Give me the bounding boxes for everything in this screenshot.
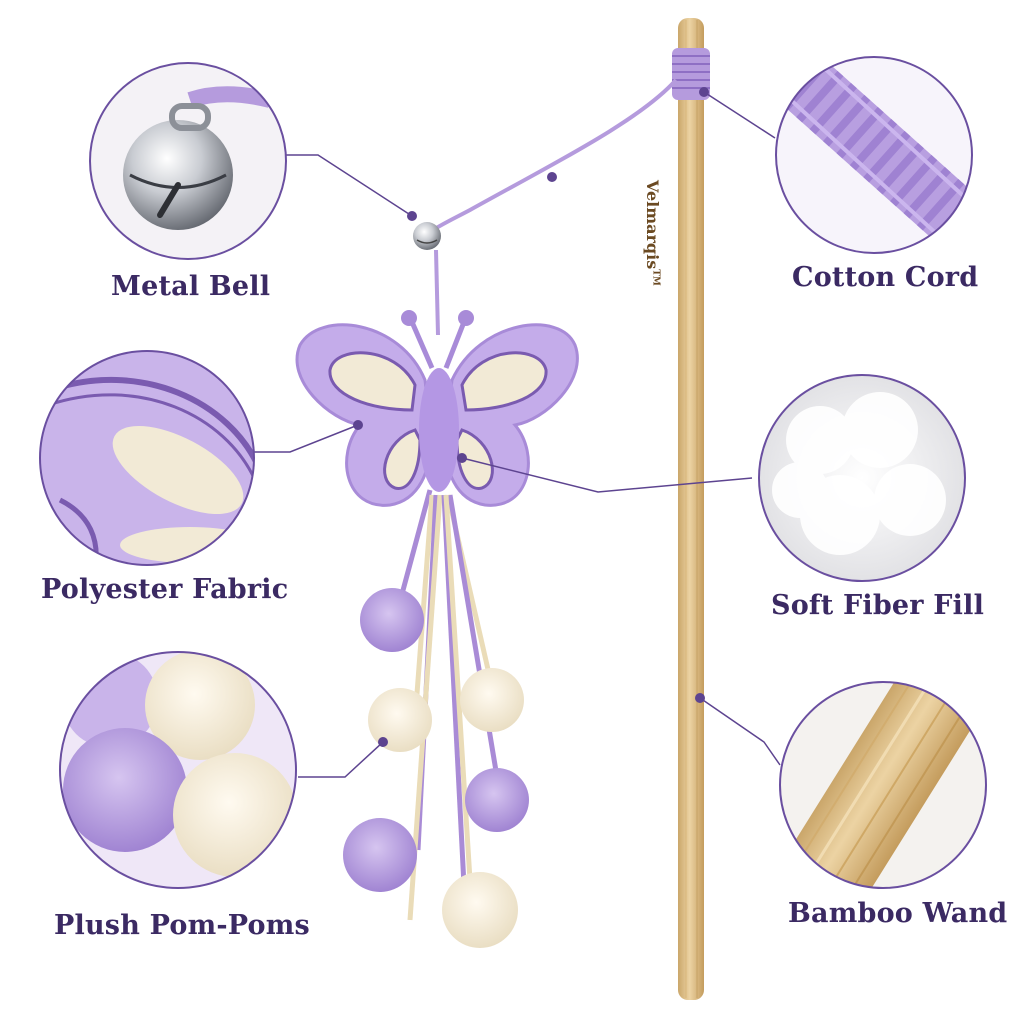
bamboo-wand-detail xyxy=(779,681,987,889)
pom-pom xyxy=(442,872,518,948)
callout-lines xyxy=(254,91,781,778)
bamboo-wand-label: Bamboo Wand xyxy=(788,898,1008,929)
bamboo-wand xyxy=(672,18,710,1000)
plush-pom-poms-label: Plush Pom-Poms xyxy=(54,910,310,941)
pom-pom xyxy=(368,688,432,752)
cotton-cord xyxy=(428,78,678,234)
hanging-string xyxy=(434,249,440,336)
brand-name: Velmarqis xyxy=(643,180,662,270)
soft-fiber-fill-label: Soft Fiber Fill xyxy=(771,590,985,621)
metal-bell-detail xyxy=(89,62,287,260)
pom-pom xyxy=(460,668,524,732)
pom-poms xyxy=(343,588,529,948)
pom-pom xyxy=(465,768,529,832)
callout-dots xyxy=(353,87,709,747)
cotton-cord-detail xyxy=(775,56,973,254)
plush-pom-poms-detail xyxy=(59,651,297,889)
pom-pom xyxy=(343,818,417,892)
polyester-fabric-detail xyxy=(39,350,255,566)
pom-pom xyxy=(360,588,424,652)
cotton-cord-label: Cotton Cord xyxy=(792,262,979,293)
butterfly xyxy=(295,310,579,507)
trademark: TM xyxy=(650,269,661,286)
metal-bell-label: Metal Bell xyxy=(111,271,271,302)
brand-mark: VelmarqisTM xyxy=(643,180,722,310)
bell xyxy=(413,222,441,250)
polyester-fabric-label: Polyester Fabric xyxy=(41,574,289,605)
soft-fiber-fill-detail xyxy=(758,374,966,582)
